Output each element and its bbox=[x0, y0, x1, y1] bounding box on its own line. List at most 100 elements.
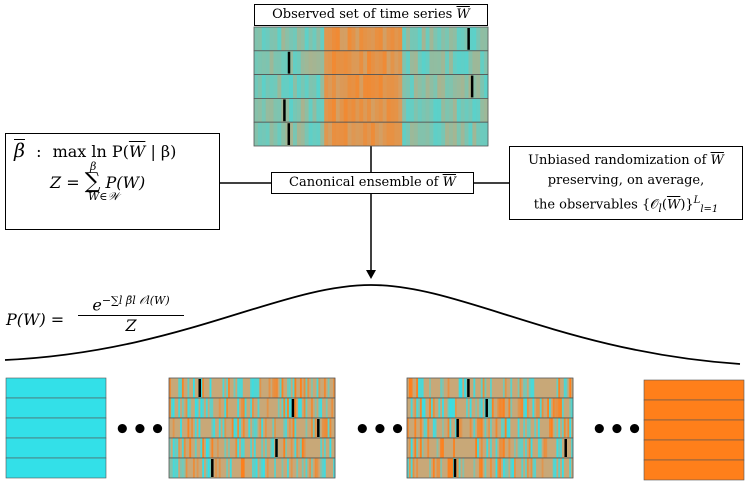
heatmap-cell bbox=[209, 458, 212, 478]
heatmap-cell bbox=[233, 418, 236, 438]
heatmap-cell bbox=[192, 378, 196, 398]
heatmap-cell bbox=[447, 418, 450, 438]
heatmap-cell bbox=[253, 378, 257, 398]
heatmap-cell bbox=[273, 98, 278, 123]
heatmap-cell bbox=[537, 458, 541, 478]
heatmap-cell bbox=[480, 398, 484, 418]
heatmap-cell bbox=[332, 74, 337, 99]
heatmap-cell bbox=[442, 438, 445, 458]
row-marker bbox=[275, 439, 278, 457]
heatmap-cell bbox=[316, 378, 319, 398]
heatmap-cell bbox=[515, 418, 519, 438]
heatmap-cell bbox=[325, 458, 329, 478]
heatmap-cell bbox=[378, 27, 384, 51]
heatmap-cell bbox=[309, 398, 312, 418]
heatmap-cell bbox=[569, 438, 572, 458]
heatmap-cell bbox=[532, 398, 535, 418]
heatmap-cell bbox=[445, 378, 448, 398]
heatmap-cell bbox=[266, 378, 269, 398]
heatmap-cell bbox=[490, 378, 493, 398]
observed-label-symbol: W bbox=[456, 7, 470, 22]
heatmap-cell bbox=[215, 418, 218, 438]
heatmap-cell bbox=[318, 398, 321, 418]
heatmap-cell bbox=[183, 438, 186, 458]
heatmap-cell bbox=[526, 378, 530, 398]
heatmap-cell bbox=[283, 378, 286, 398]
heatmap-cell bbox=[285, 98, 290, 123]
heatmap-cell bbox=[480, 98, 485, 123]
heatmap-cell bbox=[272, 398, 275, 418]
heatmap-cell bbox=[200, 398, 203, 418]
heatmap-cell bbox=[374, 122, 380, 146]
heatmap-cell bbox=[339, 50, 345, 75]
heatmap-cell bbox=[480, 27, 485, 51]
heatmap-cell bbox=[478, 378, 482, 398]
heatmap-cell bbox=[571, 438, 574, 458]
heatmap-cell bbox=[320, 378, 323, 398]
heatmap-row bbox=[5, 377, 107, 399]
heatmap-cell bbox=[394, 98, 399, 123]
heatmap-cell bbox=[263, 378, 266, 398]
heatmap-cell bbox=[312, 50, 317, 75]
heatmap-cell bbox=[554, 378, 557, 398]
heatmap-cell bbox=[468, 50, 473, 75]
heatmap-cell bbox=[433, 122, 438, 146]
heatmap-cell bbox=[406, 74, 411, 99]
heatmap-cell bbox=[272, 378, 275, 398]
heatmap-cell bbox=[316, 98, 321, 123]
heatmap-cell bbox=[528, 418, 531, 438]
heatmap-cell bbox=[192, 458, 196, 478]
canonical-ensemble-symbol: W bbox=[442, 175, 456, 190]
heatmap-cell bbox=[430, 418, 434, 438]
heatmap-cell bbox=[536, 378, 539, 398]
heatmap-cell bbox=[218, 458, 222, 478]
heatmap-cell bbox=[491, 418, 495, 438]
heatmap-cell bbox=[324, 27, 329, 51]
heatmap-cell bbox=[466, 418, 469, 438]
heatmap-cell bbox=[472, 122, 477, 146]
heatmap-cell bbox=[523, 438, 526, 458]
heatmap-cell bbox=[475, 458, 478, 478]
heatmap-cell bbox=[211, 418, 214, 438]
heatmap-cell bbox=[438, 418, 441, 438]
heatmap-cell bbox=[561, 458, 565, 478]
heatmap-cell bbox=[283, 398, 286, 418]
heatmap-cell bbox=[301, 378, 305, 398]
heatmap-cell bbox=[554, 418, 557, 438]
heatmap-cell bbox=[189, 418, 192, 438]
heatmap-cell bbox=[220, 398, 223, 418]
heatmap-cell bbox=[537, 398, 541, 418]
heatmap-cell bbox=[429, 458, 432, 478]
heatmap-cell bbox=[427, 378, 430, 398]
heatmap-cell bbox=[445, 27, 450, 51]
heatmap-cell bbox=[449, 27, 454, 51]
heatmap-cell bbox=[316, 74, 321, 99]
heatmap-cell bbox=[250, 398, 253, 418]
heatmap-cell bbox=[491, 438, 495, 458]
heatmap-cell bbox=[477, 398, 480, 418]
heatmap-cell bbox=[343, 50, 348, 75]
heatmap-cell bbox=[467, 458, 471, 478]
heatmap-cell bbox=[490, 398, 493, 418]
heatmap-cell bbox=[207, 398, 210, 418]
heatmap-cell bbox=[462, 378, 465, 398]
heatmap-cell bbox=[408, 378, 412, 398]
heatmap-cell bbox=[367, 74, 372, 99]
heatmap-cell bbox=[502, 458, 506, 478]
heatmap-cell bbox=[445, 50, 450, 75]
heatmap-cell bbox=[476, 98, 481, 123]
heatmap-cell bbox=[427, 418, 430, 438]
heatmap-cell bbox=[263, 438, 266, 458]
formula-e: e bbox=[92, 295, 102, 315]
heatmap-cell bbox=[532, 438, 535, 458]
heatmap-cell bbox=[523, 458, 526, 478]
heatmap-cell bbox=[440, 378, 443, 398]
canonical-ensemble-text: Canonical ensemble of bbox=[289, 175, 439, 190]
heatmap-cell bbox=[390, 98, 395, 123]
heatmap-cell bbox=[296, 74, 302, 99]
heatmap-cell bbox=[430, 438, 434, 458]
heatmap-cell bbox=[545, 418, 548, 438]
heatmap-cell bbox=[263, 398, 266, 418]
heatmap-cell bbox=[510, 398, 513, 418]
heatmap-cell bbox=[464, 74, 469, 99]
